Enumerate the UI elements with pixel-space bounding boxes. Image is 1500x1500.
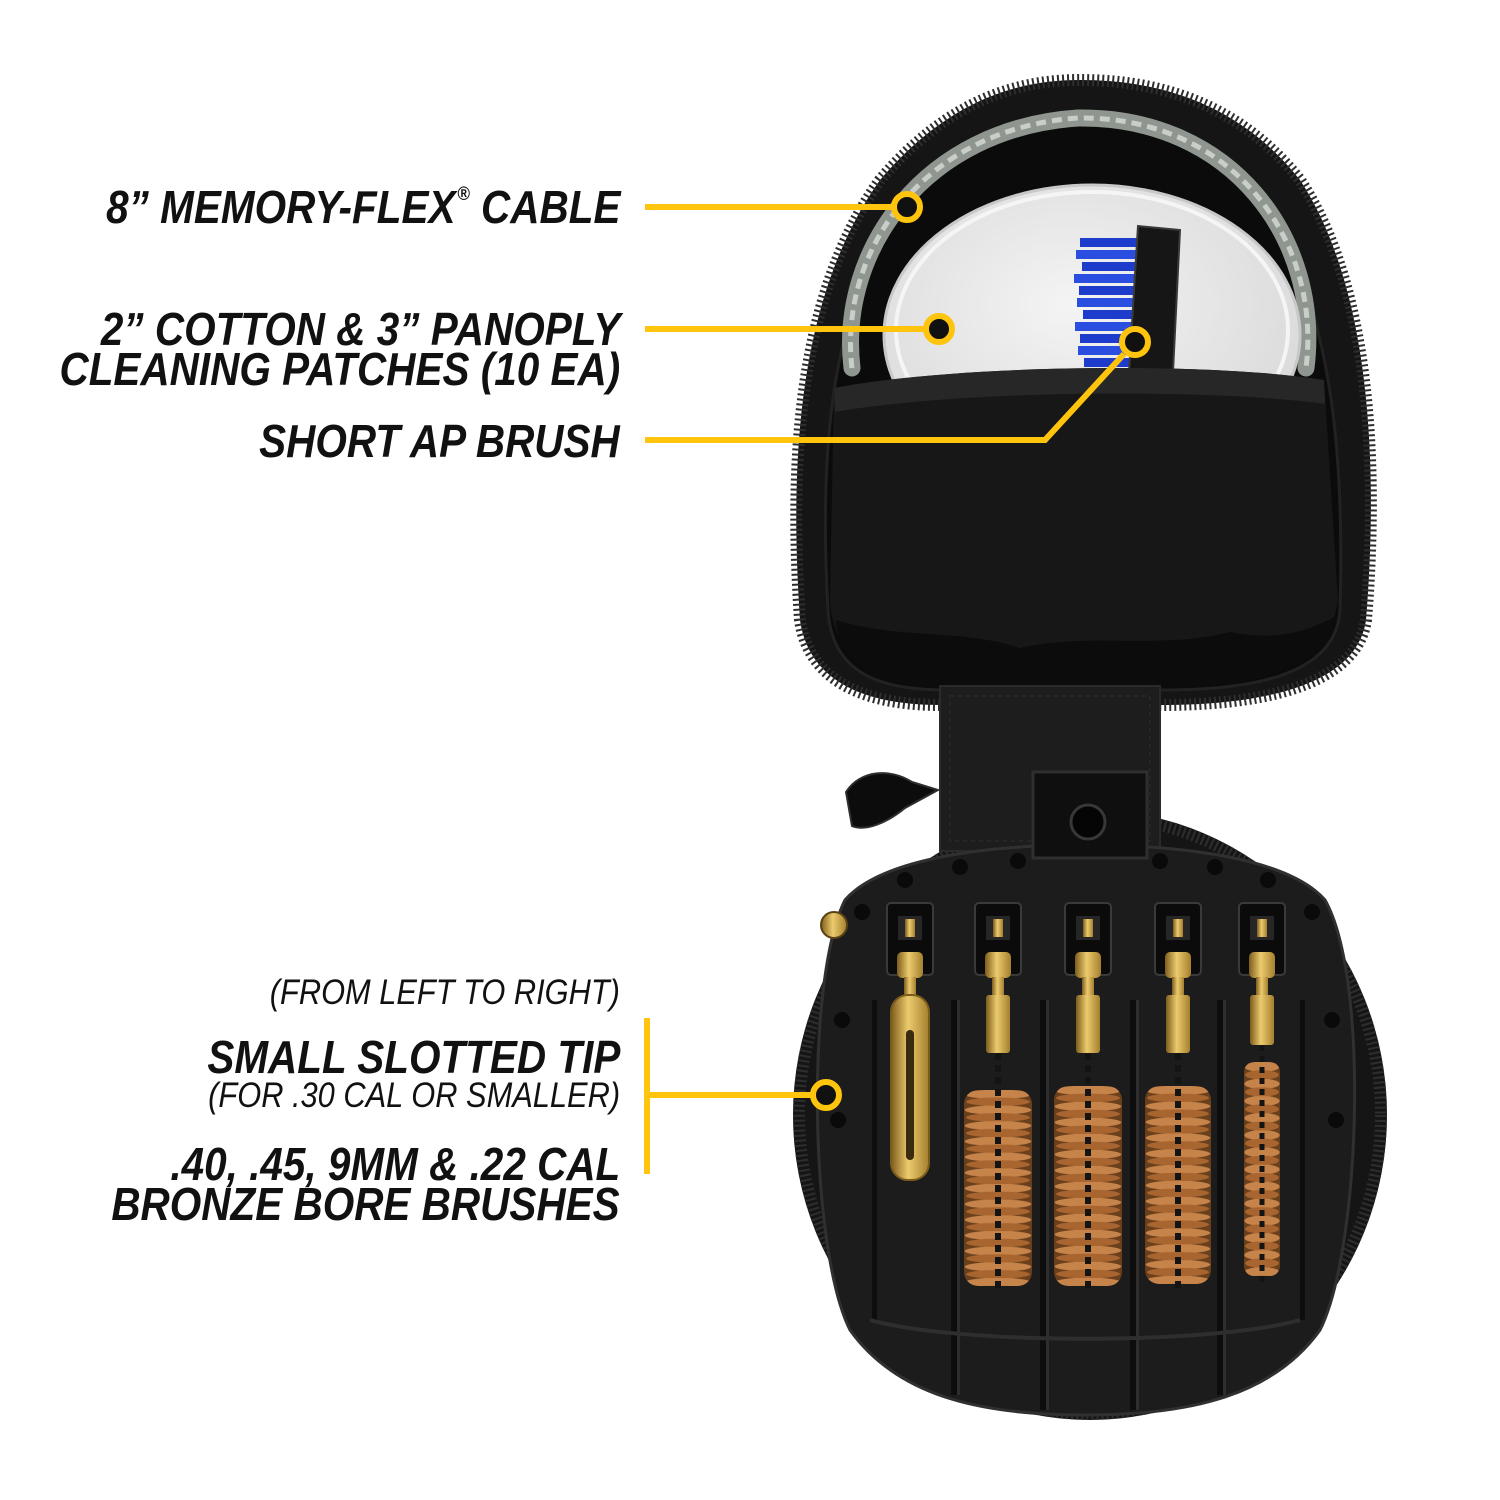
clip-hole	[1069, 803, 1107, 841]
brass-neck	[1256, 977, 1268, 997]
tray-hole	[1152, 853, 1168, 869]
brush-ferrule	[1076, 995, 1100, 1053]
slot-divider	[1130, 1000, 1136, 1410]
cable-marker	[891, 191, 923, 223]
brass-thread	[1257, 919, 1267, 937]
bore-brushes-label-line1: .40, .45, 9MM & .22 CAL	[170, 1138, 620, 1190]
tray-hole	[1207, 859, 1223, 875]
pouch-lid	[790, 73, 1377, 711]
hinge-strap-stitching	[949, 695, 1151, 842]
brass-cap	[897, 952, 923, 978]
ap-brush-leader-line	[645, 351, 1127, 443]
bore-brushes-label-line2: BRONZE BORE BRUSHES	[111, 1178, 620, 1230]
patches-label-line2: CLEANING PATCHES (10 EA)	[59, 343, 620, 395]
brass-thread	[1083, 919, 1093, 937]
ap-bristle-row	[1080, 238, 1145, 247]
pocket-fold	[836, 616, 1336, 688]
order-note: (FROM LEFT TO RIGHT)	[269, 973, 620, 1012]
tray-slots	[869, 1000, 1305, 1410]
tray-hole	[830, 1112, 846, 1128]
pocket-elastic-band	[834, 368, 1325, 412]
ap-bristle-row	[1079, 286, 1145, 295]
lid-zipper	[790, 73, 1377, 711]
ap-bristle-row	[1077, 298, 1145, 307]
tray-hole	[1324, 1012, 1340, 1028]
brass-cap	[985, 952, 1011, 978]
patches-label-line1: 2” COTTON & 3” PANOPLY	[100, 303, 620, 355]
brass-neck	[992, 977, 1004, 997]
ap-bristle-row	[1078, 346, 1145, 355]
brass-thread	[1173, 919, 1183, 937]
ap-bristle-row	[1082, 262, 1145, 271]
tray-bottom-ledge	[869, 1318, 1301, 1341]
ap-bristle-row	[1080, 334, 1145, 343]
slotted-tip-note: (FOR .30 CAL OR SMALLER)	[208, 1076, 620, 1115]
pouch-base	[793, 685, 1387, 1420]
brush-ferrule	[1166, 995, 1190, 1053]
ap-bristle-row	[1074, 274, 1145, 283]
ap-brush-handle	[1126, 224, 1182, 394]
registered-mark: ®	[456, 183, 470, 205]
cable-label-text-end: CABLE	[469, 181, 620, 233]
ap-brush-marker	[1119, 326, 1151, 358]
tray-hole	[1010, 853, 1026, 869]
ap-brush-label: SHORT AP BRUSH	[259, 415, 620, 467]
tray-hole	[1260, 872, 1276, 888]
ap-bristle-row	[1076, 250, 1145, 259]
tray-hole	[854, 904, 870, 920]
patch-pocket	[830, 368, 1338, 688]
brass-thread	[993, 919, 1003, 937]
tray-hole	[1304, 904, 1320, 920]
slot-divider	[1040, 1000, 1046, 1410]
tray-hole	[952, 859, 968, 875]
slot-divider	[951, 1000, 957, 1395]
leader-lines	[644, 191, 1151, 1174]
cable-label-text: 8” MEMORY-FLEX	[105, 181, 456, 233]
tool-holders	[886, 902, 1286, 997]
tray-hole	[1328, 1112, 1344, 1128]
slot-wall-right	[1300, 1000, 1305, 1320]
tray-marker	[810, 1079, 842, 1111]
brass-cap	[1165, 952, 1191, 978]
brush-ferrule	[1250, 995, 1274, 1045]
tray-hole	[834, 1012, 850, 1028]
tray-hole	[897, 872, 913, 888]
slot-divider-edge	[1046, 1000, 1049, 1410]
brush-ferrule	[986, 995, 1010, 1053]
memory-flex-cable-strands	[848, 115, 1311, 369]
slotted-tip-label: SMALL SLOTTED TIP	[206, 1031, 620, 1083]
bronze-bore-brushes	[964, 995, 1280, 1292]
brass-cap	[1249, 952, 1275, 978]
base-zipper	[793, 810, 1387, 1420]
slotted-tip-slot	[906, 1030, 914, 1160]
slot-divider-edge	[1223, 1000, 1226, 1395]
brass-thread	[905, 919, 915, 937]
slot-wall-left	[872, 1000, 877, 1320]
brass-neck	[1172, 977, 1184, 997]
small-slotted-tip	[890, 994, 930, 1181]
slot-divider-edge	[957, 1000, 960, 1395]
cable-label: 8” MEMORY-FLEX® CABLE	[106, 184, 620, 230]
zipper-pull	[844, 772, 941, 829]
slot-divider-edge	[1136, 1000, 1139, 1410]
brass-neck	[904, 977, 916, 997]
brass-knob	[820, 911, 848, 939]
tray-holes	[830, 853, 1344, 1128]
brass-cap	[1075, 952, 1101, 978]
brass-neck	[1082, 977, 1094, 997]
ap-bristle-row	[1075, 322, 1145, 331]
slot-divider	[1217, 1000, 1223, 1395]
patches-marker	[923, 313, 955, 345]
ap-bristle-row	[1083, 310, 1145, 319]
